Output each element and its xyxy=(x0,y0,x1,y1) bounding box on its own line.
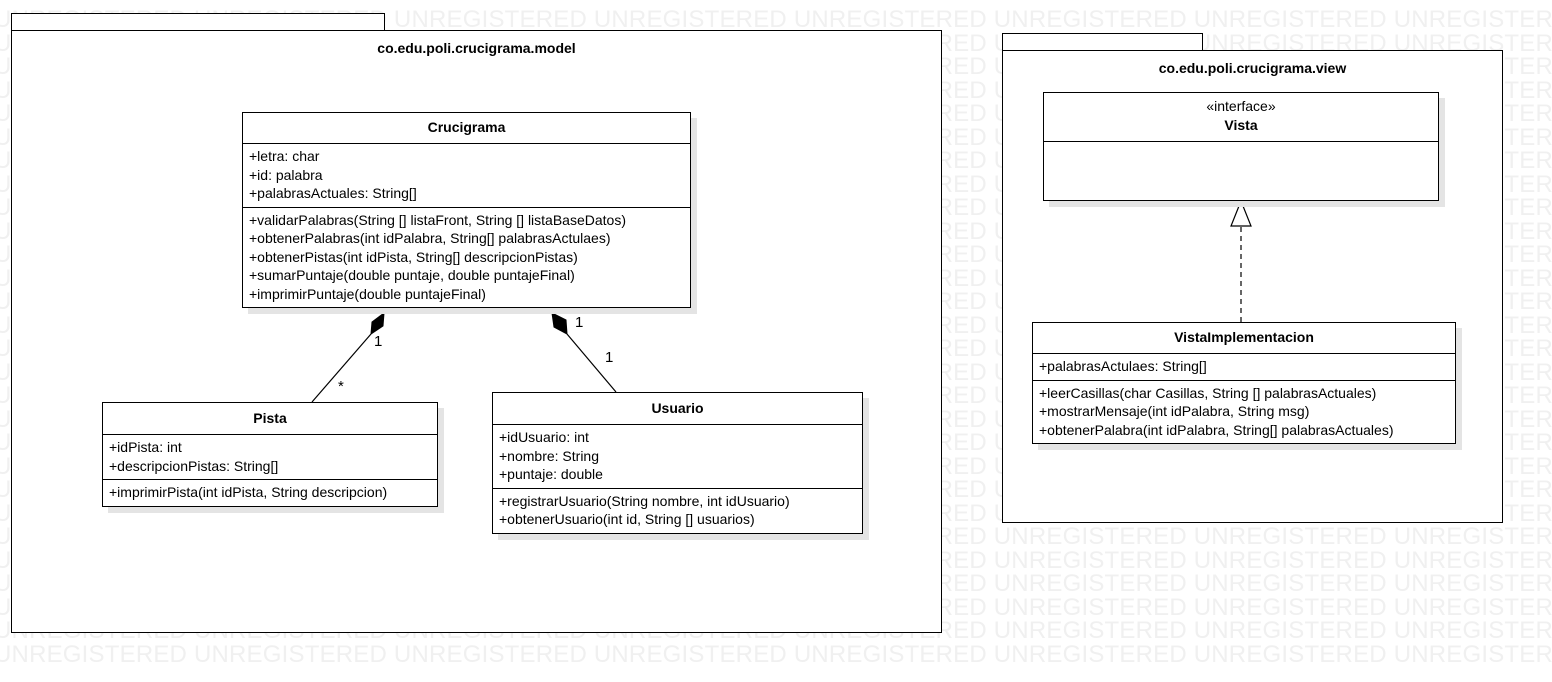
class-name: Usuario xyxy=(651,400,704,416)
class-header: «interface» Vista xyxy=(1044,93,1438,142)
package-view-title: co.edu.poli.crucigrama.view xyxy=(1158,60,1347,76)
class-attribute: +puntaje: double xyxy=(499,466,603,482)
realization-arrowhead xyxy=(1230,199,1252,227)
class-operations: +validarPalabras(String [] listaFront, S… xyxy=(243,208,690,308)
class-attributes: +idUsuario: int +nombre: String +puntaje: … xyxy=(493,425,862,489)
class-attribute: +idUsuario: int xyxy=(499,429,589,445)
class-attribute: +palabrasActulaes: String[] xyxy=(1039,358,1207,374)
class-operation: +obtenerPalabra(int idPalabra, String[] … xyxy=(1039,421,1394,438)
class-name: VistaImplementacion xyxy=(1174,329,1314,345)
class-operation: +registrarUsuario(String nombre, int idU… xyxy=(499,492,790,509)
package-model-title: co.edu.poli.crucigrama.model xyxy=(377,40,576,56)
class-attribute: +id: palabra xyxy=(249,166,323,183)
class-operation: +imprimirPista(int idPista, String descr… xyxy=(109,484,388,500)
class-attribute: +palabrasActuales: String[] xyxy=(249,185,417,201)
class-attribute: +idPista: int xyxy=(109,439,182,455)
class-name: Crucigrama xyxy=(427,119,506,135)
multiplicity-usuario: 1 xyxy=(605,349,614,366)
usuario-composition-diamond xyxy=(551,312,568,335)
class-operation: +obtenerUsuario(int id, String [] usuari… xyxy=(499,511,755,527)
pista-composition-diamond xyxy=(370,311,385,335)
class-attributes: +letra: char +id: palabra +palabrasActuale… xyxy=(243,144,690,208)
class-attribute: +nombre: String xyxy=(499,447,599,464)
class-attribute: +descripcionPistas: String[] xyxy=(109,457,279,474)
class-attribute: +letra: char xyxy=(249,148,320,164)
pista-composition-line xyxy=(311,333,372,403)
class-operation: +obtenerPalabras(int idPalabra, String[]… xyxy=(249,230,611,246)
class-operation: +mostrarMensaje(int idPalabra, String ms… xyxy=(1039,403,1310,419)
interface-vista[interactable]: «interface» Vista xyxy=(1043,92,1439,201)
class-header: VistaImplementacion xyxy=(1033,323,1455,354)
class-attributes: +idPista: int +descripcionPistas: String[… xyxy=(103,435,437,480)
class-crucigrama[interactable]: Crucigrama +letra: char +id: palabra +pala… xyxy=(242,112,691,308)
multiplicity-pista: * xyxy=(338,378,344,395)
class-usuario[interactable]: Usuario +idUsuario: int +nombre: String +p… xyxy=(492,392,863,534)
usuario-composition-line xyxy=(566,333,617,393)
class-header: Crucigrama xyxy=(243,113,690,144)
class-operations: +imprimirPista(int idPista, String descr… xyxy=(103,480,437,506)
class-header: Pista xyxy=(103,403,437,435)
class-operation: +leerCasillas(char Casillas, String [] p… xyxy=(1039,384,1377,401)
multiplicity-crucigrama-usuario: 1 xyxy=(575,314,584,331)
class-operations: +leerCasillas(char Casillas, String [] p… xyxy=(1033,381,1455,444)
class-pista[interactable]: Pista +idPista: int +descripcionPistas: S… xyxy=(102,402,438,507)
class-attributes: +palabrasActulaes: String[] xyxy=(1033,354,1455,381)
class-operation: +sumarPuntaje(double puntaje, double pun… xyxy=(249,267,575,283)
class-name: Vista xyxy=(1224,117,1258,133)
class-header: Usuario xyxy=(493,393,862,425)
class-operation: +obtenerPistas(int idPista, String[] des… xyxy=(249,248,578,265)
multiplicity-crucigrama-pista: 1 xyxy=(374,333,383,350)
class-stereotype: «interface» xyxy=(1206,98,1276,114)
class-operation: +validarPalabras(String [] listaFront, S… xyxy=(249,211,626,228)
class-operations: +registrarUsuario(String nombre, int idU… xyxy=(493,489,862,533)
class-name: Pista xyxy=(253,410,287,426)
class-vista-implementacion[interactable]: VistaImplementacion +palabrasActulaes: S… xyxy=(1032,322,1456,444)
class-operation: +imprimirPuntaje(double puntajeFinal) xyxy=(249,285,486,302)
